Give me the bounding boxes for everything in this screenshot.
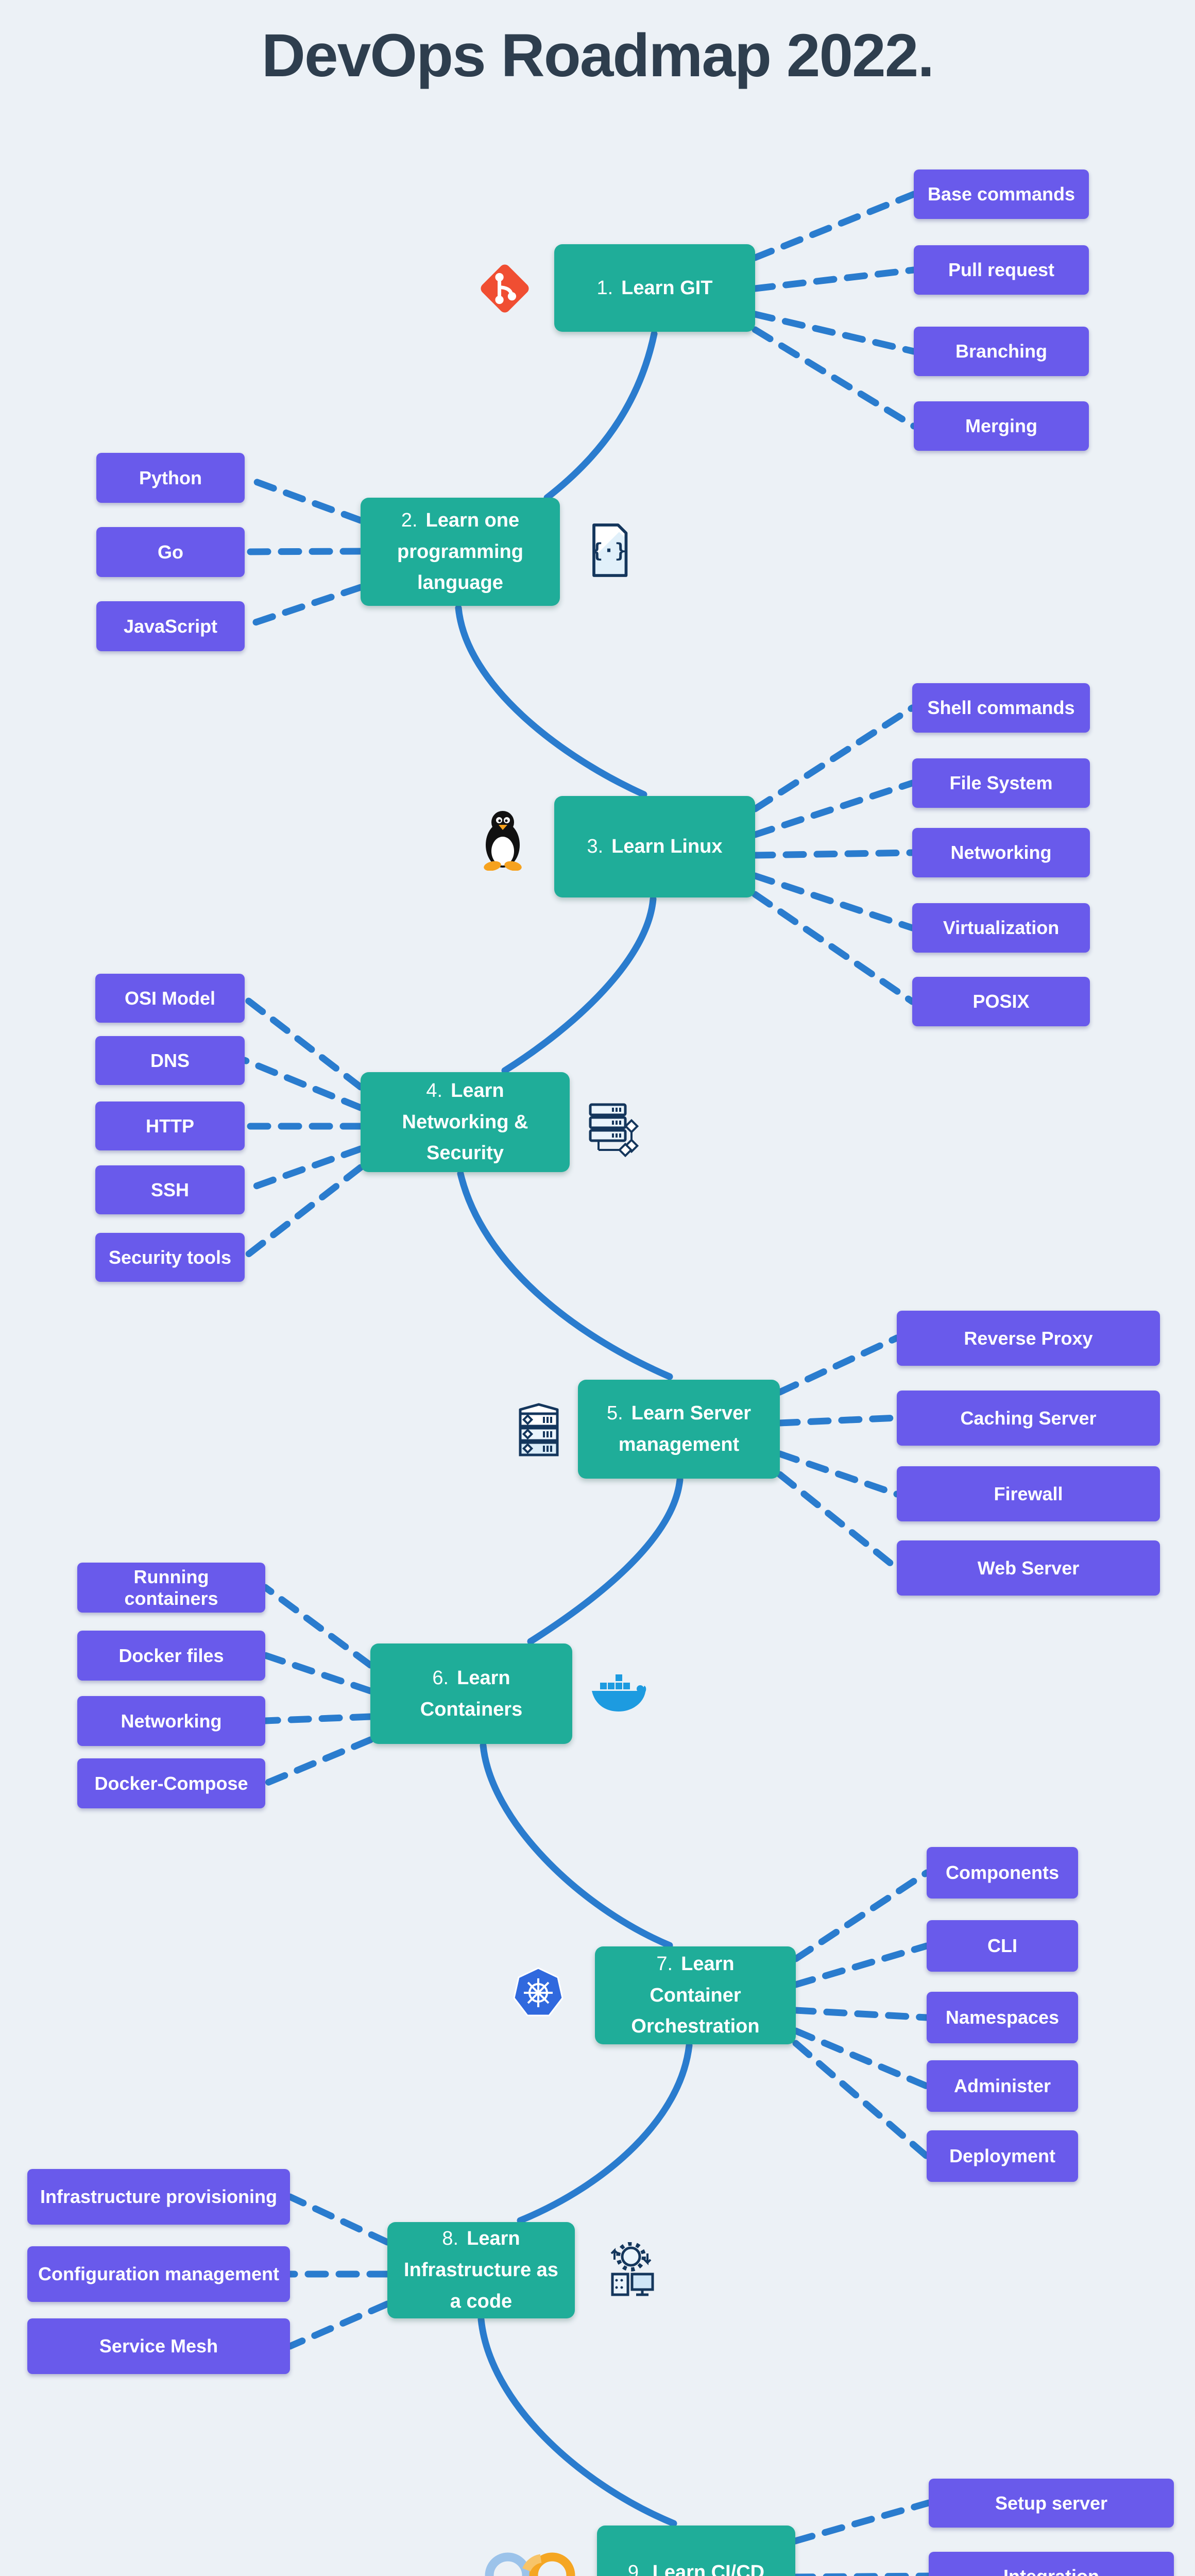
git-icon xyxy=(475,259,535,321)
branch-deployment: Deployment xyxy=(927,2130,1078,2182)
branch-merging: Merging xyxy=(914,401,1089,451)
branch-file-system: File System xyxy=(912,758,1090,808)
cicd-loop-icon xyxy=(479,2549,581,2576)
step-number: 2. xyxy=(401,509,418,531)
branch-base-commands: Base commands xyxy=(914,170,1089,219)
branch-administer: Administer xyxy=(927,2060,1078,2112)
step-title: Learn Container Orchestration xyxy=(631,1953,760,2038)
dashed-connectors xyxy=(241,191,932,2576)
branch-integration: Integration xyxy=(929,2552,1174,2576)
kubernetes-wheel-icon xyxy=(511,1966,565,2022)
branch-networking-linux: Networking xyxy=(912,828,1090,877)
step-title: Learn CI/CD xyxy=(652,2562,765,2576)
step-card-1: 1. Learn GIT xyxy=(554,244,755,332)
step-number: 3. xyxy=(587,836,604,858)
step-title: Learn Server management xyxy=(618,1402,752,1455)
branch-shell-commands: Shell commands xyxy=(912,683,1090,733)
branch-branching: Branching xyxy=(914,327,1089,376)
branch-posix: POSIX xyxy=(912,977,1090,1026)
code-file-icon: {·} xyxy=(584,521,634,582)
step-number: 9. xyxy=(627,2562,644,2576)
step-card-4: 4.Learn Networking & Security xyxy=(361,1072,570,1172)
step-title: Learn one programming language xyxy=(397,509,523,594)
step-card-2: 2.Learn one programming language xyxy=(361,498,560,606)
linux-penguin-icon xyxy=(478,808,527,873)
branch-components: Components xyxy=(927,1847,1078,1899)
branch-web-server: Web Server xyxy=(897,1540,1160,1596)
step-number: 5. xyxy=(606,1402,623,1425)
step-title: Learn Containers xyxy=(420,1667,523,1720)
branch-configuration-management: Configuration management xyxy=(27,2246,290,2302)
step-title: Learn Infrastructure as a code xyxy=(404,2228,558,2312)
page-title: DevOps Roadmap 2022. xyxy=(261,22,934,90)
step-card-9: 9. Learn CI/CD xyxy=(597,2526,795,2576)
branch-go: Go xyxy=(96,527,245,577)
branch-security-tools: Security tools xyxy=(95,1233,245,1282)
step-number: 7. xyxy=(656,1953,673,1975)
branch-running-containers: Running containers xyxy=(77,1563,265,1613)
step-card-8: 8.Learn Infrastructure as a code xyxy=(387,2222,575,2318)
roadmap-curve xyxy=(455,330,693,2527)
branch-setup-server: Setup server xyxy=(929,2479,1174,2528)
branch-dns: DNS xyxy=(95,1036,245,1085)
branch-osi-model: OSI Model xyxy=(95,974,245,1023)
step-card-7: 7.Learn Container Orchestration xyxy=(595,1946,796,2044)
step-title: Learn Networking & Security xyxy=(402,1079,528,1164)
branch-http: HTTP xyxy=(95,1101,245,1150)
iac-gear-icon xyxy=(599,2242,660,2300)
branch-caching-server: Caching Server xyxy=(897,1391,1160,1446)
branch-cli: CLI xyxy=(927,1920,1078,1972)
branch-firewall: Firewall xyxy=(897,1466,1160,1521)
branch-namespaces: Namespaces xyxy=(927,1992,1078,2043)
branch-virtualization: Virtualization xyxy=(912,903,1090,953)
branch-python: Python xyxy=(96,453,245,503)
branch-service-mesh: Service Mesh xyxy=(27,2318,290,2374)
step-number: 4. xyxy=(426,1079,443,1101)
branch-pull-request: Pull request xyxy=(914,245,1089,295)
step-card-6: 6.Learn Containers xyxy=(370,1643,572,1744)
network-security-icon xyxy=(586,1100,644,1160)
step-number: 8. xyxy=(442,2228,459,2250)
branch-infrastructure-provisioning: Infrastructure provisioning xyxy=(27,2169,290,2225)
step-number: 6. xyxy=(432,1667,449,1689)
branch-docker-compose: Docker-Compose xyxy=(77,1758,265,1808)
step-card-5: 5.Learn Server management xyxy=(578,1380,780,1479)
step-title: Learn Linux xyxy=(611,836,723,858)
svg-text:{·}: {·} xyxy=(591,539,626,562)
step-title: Learn GIT xyxy=(621,277,713,299)
step-card-3: 3. Learn Linux xyxy=(554,796,755,897)
branch-javascript: JavaScript xyxy=(96,601,245,651)
branch-networking-containers: Networking xyxy=(77,1696,265,1746)
server-rack-icon xyxy=(513,1400,565,1461)
branch-reverse-proxy: Reverse Proxy xyxy=(897,1311,1160,1366)
branch-ssh: SSH xyxy=(95,1165,245,1214)
docker-whale-icon xyxy=(589,1668,646,1716)
branch-docker-files: Docker files xyxy=(77,1631,265,1681)
step-number: 1. xyxy=(596,277,613,299)
